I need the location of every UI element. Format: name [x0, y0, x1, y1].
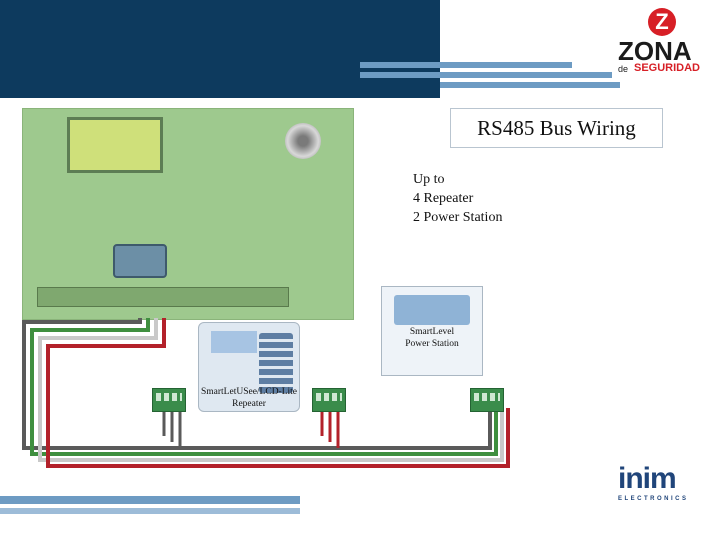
footer-stripe	[0, 496, 300, 504]
power-station-label: SmartLevel Power Station	[392, 326, 472, 350]
wire-green	[30, 318, 498, 456]
wire-white	[38, 318, 504, 462]
repeater-label-line1: SmartLetUSee/LCD-Lite	[200, 387, 298, 397]
terminal-block-icon	[152, 388, 186, 412]
zona-seguridad-logo: Z ZONA de SEGURIDAD	[612, 6, 712, 76]
wire-gray	[22, 318, 492, 450]
wire-red	[46, 318, 510, 468]
power-station-label-line1: SmartLevel	[409, 327, 455, 337]
board-lcd-display	[67, 117, 163, 173]
logo-circle-icon	[648, 8, 676, 36]
logo-z-icon: Z	[655, 9, 669, 34]
control-panel-board	[22, 108, 354, 320]
keypad-device	[198, 322, 300, 412]
repeater-label-line2: Repeater	[232, 399, 266, 409]
note-line: 2 Power Station	[413, 210, 503, 225]
drop-wire	[162, 410, 182, 448]
power-station-label-line2: Power Station	[405, 339, 459, 349]
drop-wire	[320, 410, 340, 448]
serial-port-icon	[113, 244, 167, 278]
logo-prefix: de	[618, 64, 629, 74]
note-line: 4 Repeater	[413, 191, 474, 206]
repeater-label: SmartLetUSee/LCD-Lite Repeater	[196, 386, 302, 410]
board-terminal-strip	[37, 287, 289, 307]
buzzer-icon	[285, 123, 321, 159]
header-stripe	[360, 62, 572, 68]
header-banner	[0, 0, 440, 98]
note-line: Up to	[413, 172, 445, 187]
logo-suffix: SEGURIDAD	[634, 62, 701, 74]
keypad-screen-icon	[211, 331, 257, 353]
terminal-block-icon	[312, 388, 346, 412]
inim-electronics-logo: inim ELECTRONICS	[616, 462, 696, 504]
header-stripe	[360, 72, 612, 78]
footer-stripe	[0, 508, 300, 514]
slide-title: RS485 Bus Wiring	[450, 108, 663, 148]
terminal-block-icon	[470, 388, 504, 412]
header-stripe	[440, 82, 620, 88]
logo-wordmark: ZONA	[618, 36, 692, 66]
inim-subtitle: ELECTRONICS	[618, 496, 689, 502]
power-station-device	[381, 286, 483, 376]
keypad-keys-icon	[259, 333, 293, 393]
inim-wordmark: inim	[618, 462, 677, 495]
device-panel-icon	[394, 295, 470, 325]
